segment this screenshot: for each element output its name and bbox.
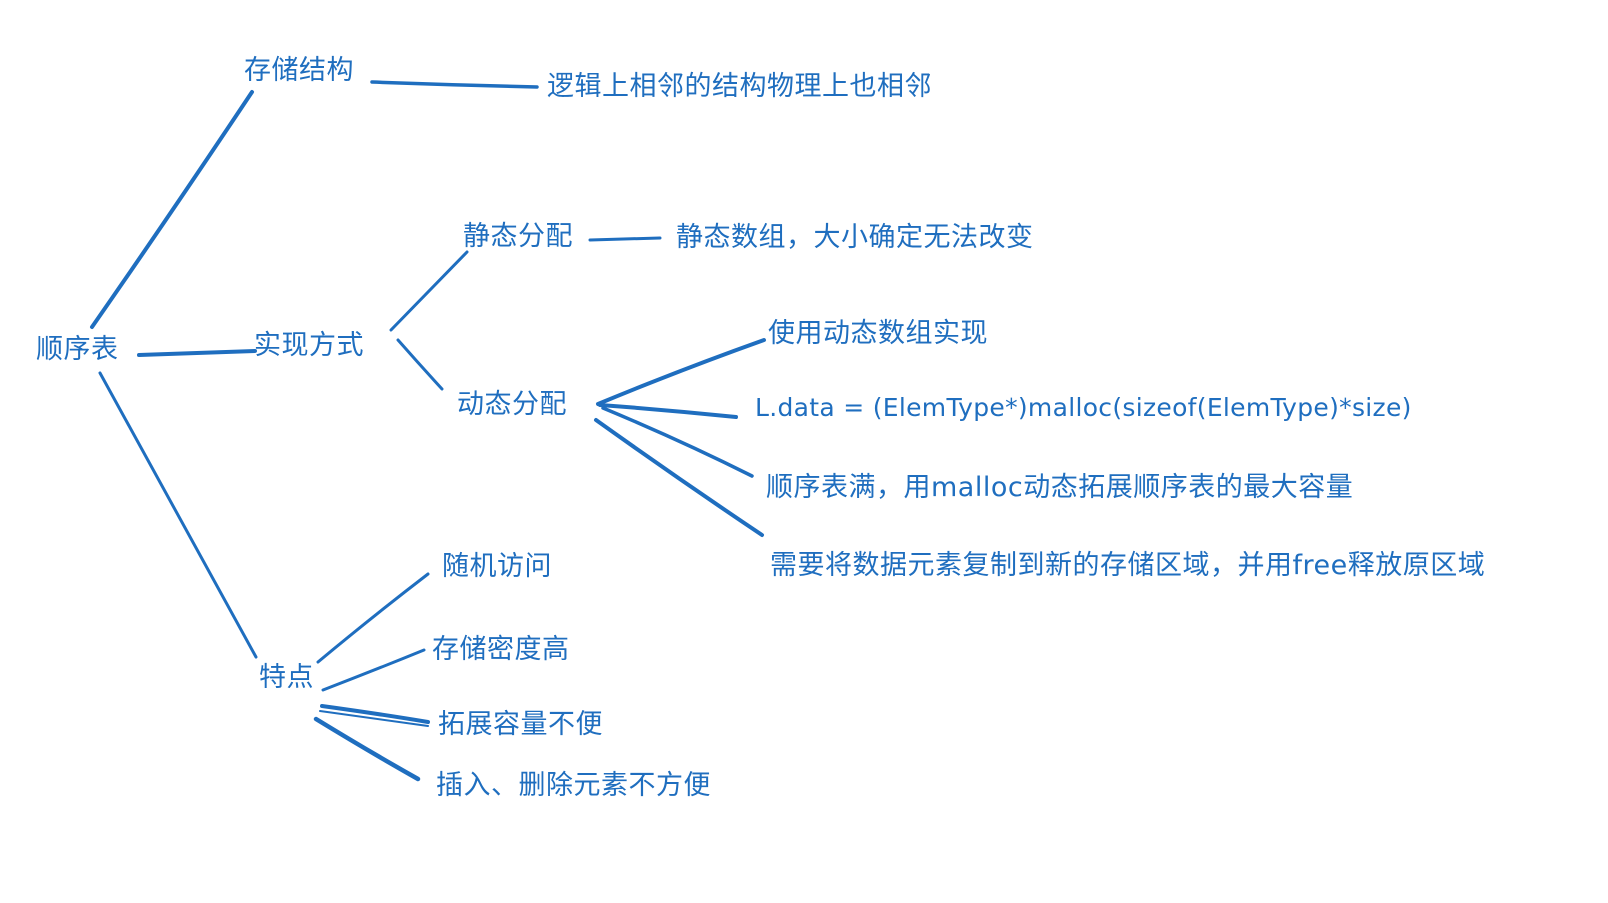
node-dynamic-desc-2: L.data = (ElemType*)malloc(sizeof(ElemTy… bbox=[755, 393, 1412, 422]
edge-dynamic-desc-1 bbox=[596, 338, 766, 406]
node-storage-structure-desc: 逻辑上相邻的结构物理上也相邻 bbox=[547, 71, 932, 102]
node-static-alloc-desc: 静态数组，大小确定无法改变 bbox=[676, 222, 1034, 253]
edge-dynamic-desc-2 bbox=[598, 403, 738, 419]
node-dynamic-desc-1: 使用动态数组实现 bbox=[768, 318, 988, 349]
edge-features-item-3 bbox=[320, 704, 430, 724]
node-features: 特点 bbox=[259, 662, 314, 693]
node-storage-structure: 存储结构 bbox=[244, 55, 354, 86]
edge-root-implementation bbox=[137, 349, 257, 357]
node-feature-4: 插入、删除元素不方便 bbox=[436, 770, 711, 801]
edge-dynamic-desc-3 bbox=[601, 406, 754, 478]
edge-static-desc bbox=[588, 236, 662, 242]
node-feature-3: 拓展容量不便 bbox=[438, 709, 603, 740]
edge-features-item-1 bbox=[316, 572, 430, 664]
edge-implementation-static bbox=[389, 250, 469, 332]
edge-dynamic-desc-4 bbox=[594, 418, 764, 537]
edge-root-storage-structure bbox=[90, 90, 254, 329]
node-root: 顺序表 bbox=[36, 334, 119, 365]
edge-features-item-4 bbox=[313, 716, 421, 782]
node-feature-2: 存储密度高 bbox=[432, 634, 570, 665]
node-dynamic-desc-3: 顺序表满，用malloc动态拓展顺序表的最大容量 bbox=[766, 472, 1354, 503]
node-implementation: 实现方式 bbox=[254, 330, 364, 361]
edge-features-item-3b bbox=[319, 710, 429, 727]
edge-features-item-2 bbox=[321, 648, 426, 692]
node-dynamic-alloc: 动态分配 bbox=[457, 389, 567, 420]
edge-root-features bbox=[98, 371, 258, 659]
node-dynamic-desc-4: 需要将数据元素复制到新的存储区域，并用free释放原区域 bbox=[770, 550, 1486, 581]
node-feature-1: 随机访问 bbox=[442, 551, 552, 582]
edge-implementation-dynamic bbox=[396, 338, 444, 391]
node-static-alloc: 静态分配 bbox=[463, 221, 573, 252]
edge-storage-structure-desc bbox=[370, 80, 539, 89]
